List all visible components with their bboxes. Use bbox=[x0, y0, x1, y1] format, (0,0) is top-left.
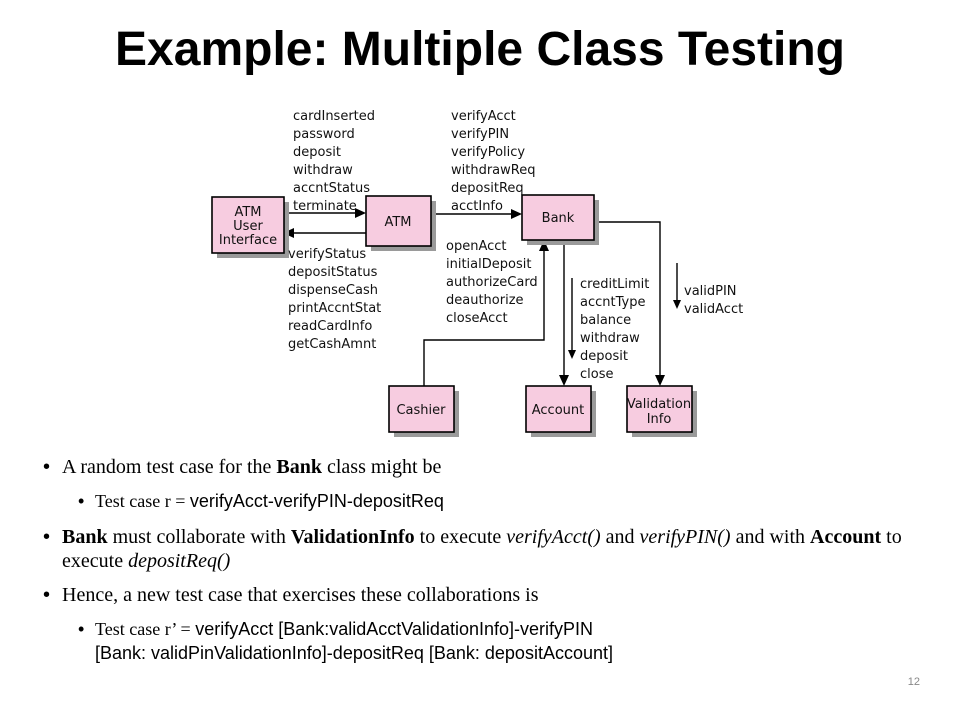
svg-text:ValidationInfo: ValidationInfo bbox=[627, 397, 691, 427]
cashier-box: Cashier bbox=[388, 385, 459, 437]
bullet-bank-collaboration: Bank must collaborate with ValidationInf… bbox=[40, 525, 920, 573]
atm-to-bank-messages: verifyAcct verifyPIN verifyPolicy withdr… bbox=[451, 109, 540, 214]
bullet-random-test-case: A random test case for the Bank class mi… bbox=[40, 455, 920, 479]
atm-label: ATM bbox=[384, 215, 411, 230]
cashier-label: Cashier bbox=[396, 403, 446, 418]
atm-user-interface-label-1: ATM bbox=[234, 205, 261, 220]
ui-to-atm-messages: cardInserted password deposit withdraw a… bbox=[293, 109, 379, 214]
atm-user-interface-label-2: User bbox=[233, 219, 263, 234]
connector-lines bbox=[283, 208, 681, 386]
slide-title: Example: Multiple Class Testing bbox=[115, 23, 845, 76]
bullet-test-case-r: Test case r = verifyAcct-verifyPIN-depos… bbox=[40, 489, 920, 513]
bank-to-validation-messages: validPIN validAcct bbox=[684, 284, 743, 317]
bullet-new-test-case: Hence, a new test case that exercises th… bbox=[40, 583, 920, 607]
atm-to-ui-messages: verifyStatus depositStatus dispenseCash … bbox=[288, 247, 385, 352]
account-label: Account bbox=[532, 403, 585, 418]
page-number: 12 bbox=[907, 676, 920, 688]
bullet-test-case-r-prime: Test case r’ = verifyAcct [Bank:validAcc… bbox=[40, 617, 920, 665]
bank-label: Bank bbox=[542, 211, 575, 226]
account-box: Account bbox=[525, 385, 596, 437]
validation-info-label-1: Validation bbox=[627, 397, 691, 412]
validation-info-label-2: Info bbox=[647, 412, 672, 427]
bullet-list: A random test case for the Bank class mi… bbox=[40, 455, 920, 677]
cashier-to-bank-messages: openAcct initialDeposit authorizeCard de… bbox=[446, 239, 542, 326]
atm-user-interface-label-3: Interface bbox=[219, 233, 277, 248]
atm-box: ATM bbox=[365, 195, 436, 251]
bank-box: Bank bbox=[521, 194, 599, 245]
bank-to-account-messages: creditLimit accntType balance withdraw d… bbox=[580, 277, 654, 382]
